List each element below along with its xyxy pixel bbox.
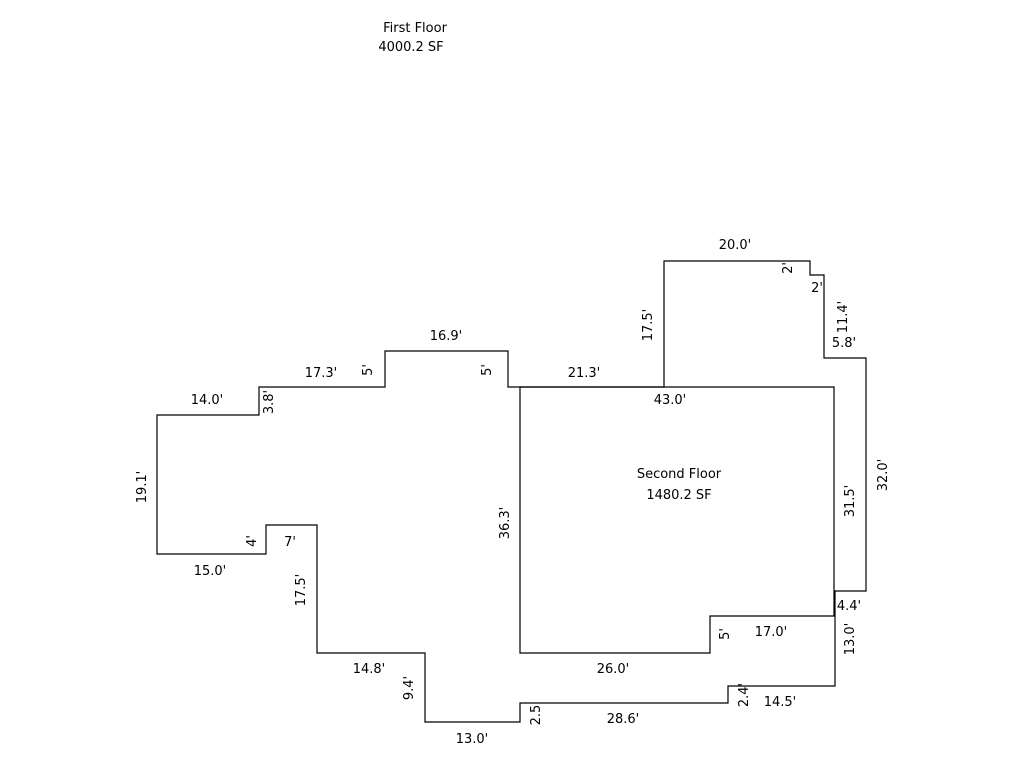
dim-bottom-left-run: 13.0' — [456, 732, 489, 747]
dim-left-bottom: 15.0' — [194, 564, 227, 579]
dim-left-wing-height: 17.5' — [294, 574, 309, 607]
dim-small-jog: 7' — [284, 535, 296, 550]
dim-notch-a: 2' — [781, 262, 796, 274]
dim-right-lower-height: 13.0' — [843, 623, 858, 656]
second-floor-title: Second Floor — [637, 467, 722, 482]
dim-second-top: 43.0' — [654, 393, 687, 408]
dim-second-notch-run: 17.0' — [755, 625, 788, 640]
dim-right-jog: 5.8' — [832, 336, 856, 351]
dim-top-right-width: 20.0' — [719, 238, 752, 253]
dim-small-rise: 4' — [245, 535, 260, 547]
dim-second-left: 36.3' — [498, 507, 513, 540]
dim-bottom-small-rise: 2.4' — [737, 683, 752, 707]
dim-upper-run: 17.3' — [305, 366, 338, 381]
dim-right-outer-height: 32.0' — [876, 459, 891, 492]
dim-right-step: 4.4' — [837, 599, 861, 614]
dim-left-top: 14.0' — [191, 393, 224, 408]
dim-bottom-long-run: 28.6' — [607, 712, 640, 727]
dim-left-height: 19.1' — [135, 471, 150, 504]
dim-bump-right-rise: 5' — [480, 364, 495, 376]
dim-second-right: 31.5' — [843, 485, 858, 518]
dim-bottom-step: 2.5 — [529, 705, 544, 726]
dim-second-notch: 5' — [718, 628, 733, 640]
dim-left-top-rise: 3.8' — [262, 390, 277, 414]
second-floor-outline — [519, 386, 835, 654]
dim-lower-left-run: 14.8' — [353, 662, 386, 677]
first-floor-area: 4000.2 SF — [378, 40, 443, 55]
first-floor-title: First Floor — [383, 21, 447, 36]
dim-second-bottom: 26.0' — [597, 662, 630, 677]
second-floor-area: 1480.2 SF — [646, 488, 711, 503]
dim-right-upper-height: 11.4' — [836, 301, 851, 334]
dim-mid-run: 21.3' — [568, 366, 601, 381]
dim-bump-left-rise: 5' — [361, 364, 376, 376]
first-floor-outline — [156, 260, 867, 723]
dim-tower-height: 17.5' — [641, 309, 656, 342]
dim-bump-width: 16.9' — [430, 329, 463, 344]
dim-notch-b: 2' — [811, 281, 823, 296]
dim-bottom-right-run: 14.5' — [764, 695, 797, 710]
dim-lower-left-rise: 9.4' — [402, 676, 417, 700]
